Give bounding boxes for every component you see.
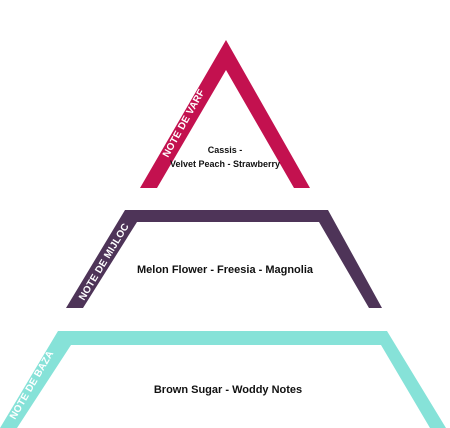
top-notes-line-1: Cassis -: [208, 145, 243, 155]
base-notes-tier: NOTE DE BAZA Brown Sugar - Woddy Notes: [0, 331, 446, 428]
top-tier-label: NOTE DE VARF: [161, 88, 208, 160]
base-tier-label: NOTE DE BAZA: [8, 349, 56, 422]
top-notes-line-2: Velvet Peach - Strawberry: [170, 159, 280, 169]
middle-tier-band: [66, 210, 382, 308]
base-tier-band: [0, 331, 446, 428]
top-tier-band: [140, 40, 310, 188]
top-notes-tier: NOTE DE VARF Cassis - Velvet Peach - Str…: [140, 40, 310, 188]
middle-notes: Melon Flower - Freesia - Magnolia: [137, 264, 314, 276]
base-notes: Brown Sugar - Woddy Notes: [154, 384, 302, 396]
middle-notes-tier: NOTE DE MIJLOC Melon Flower - Freesia - …: [66, 210, 382, 308]
middle-tier-label: NOTE DE MIJLOC: [77, 222, 132, 303]
